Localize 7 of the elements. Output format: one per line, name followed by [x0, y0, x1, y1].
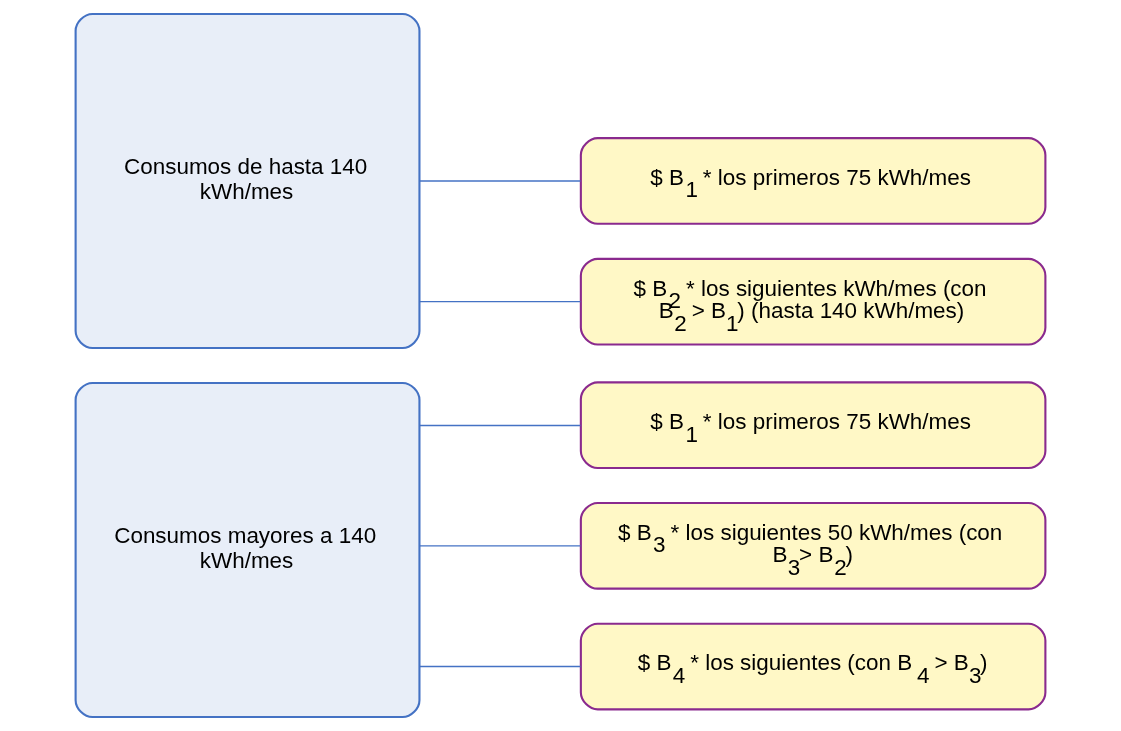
connector — [418, 545, 582, 547]
connector — [418, 424, 582, 427]
connector — [418, 665, 582, 668]
node-box: Consumos mayores a 140 kWh/mes — [74, 382, 421, 719]
connector — [418, 180, 582, 182]
connector — [418, 300, 582, 303]
node-box: Consumos de hasta 140 kWh/mes — [74, 12, 421, 349]
